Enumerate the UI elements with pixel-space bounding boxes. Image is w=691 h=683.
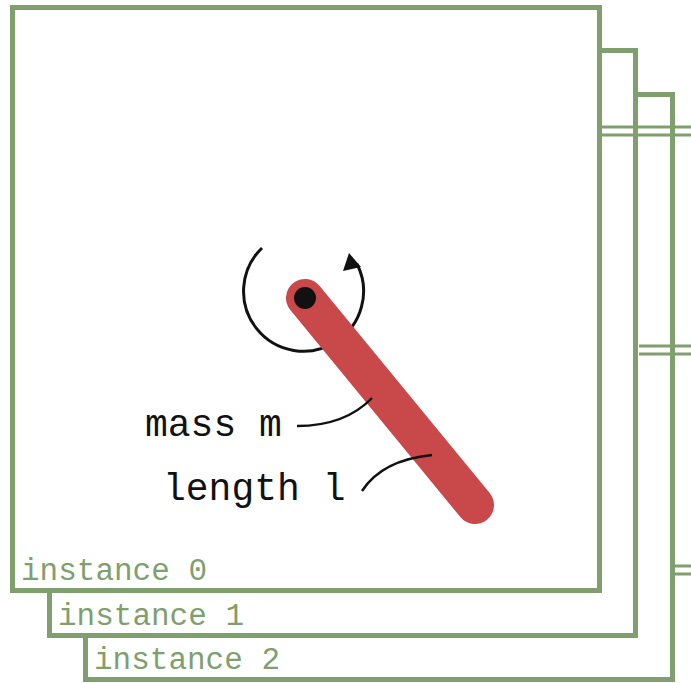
instance-label: instance 1: [58, 601, 244, 632]
frame-edge: [675, 573, 691, 576]
instance-label: instance 0: [21, 556, 207, 587]
instance-label: instance 2: [94, 645, 280, 676]
part-label: mass m: [145, 407, 282, 445]
frame-edge: [675, 565, 691, 568]
part-label: length l: [163, 471, 345, 509]
